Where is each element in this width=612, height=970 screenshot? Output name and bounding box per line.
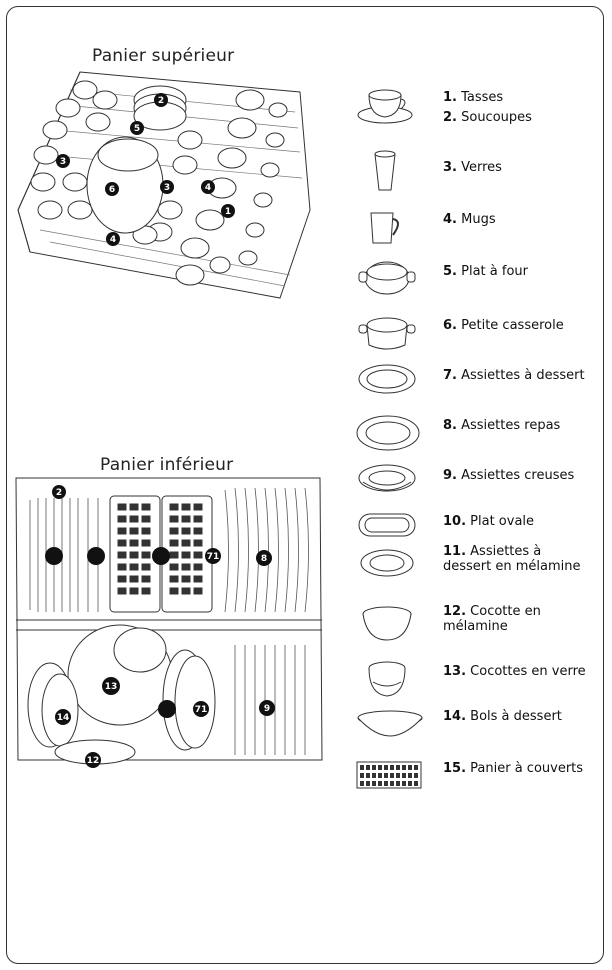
legend-label: 15. Panier à couverts	[443, 761, 583, 776]
oven-dish-icon	[355, 258, 419, 302]
legend-text: Panier à couverts	[466, 761, 584, 776]
legend-label: 12. Cocotte en mélamine	[443, 604, 593, 634]
cutlery-basket-icon	[355, 760, 423, 794]
legend-text: Assiettes repas	[456, 418, 561, 433]
svg-text:71: 71	[195, 705, 208, 715]
page-frame	[6, 6, 604, 964]
legend-label: 11. Assiettes à dessert en mélamine	[443, 544, 593, 574]
legend-text: Verres	[456, 160, 502, 175]
svg-text:13: 13	[105, 682, 118, 692]
legend-text: Cocottes en verre	[466, 664, 586, 679]
legend-label: 14. Bols à dessert	[443, 709, 562, 724]
legend-number: 1.	[443, 90, 457, 105]
legend-text: Assiettes à dessert en mélamine	[443, 544, 581, 574]
svg-text:4: 4	[205, 183, 211, 193]
melamine-plate-icon	[355, 545, 419, 585]
legend-label: 10. Plat ovale	[443, 514, 534, 529]
svg-text:14: 14	[57, 713, 70, 723]
lower-basket-illustration: 2 71 8 13 14 71 9 12	[15, 477, 323, 768]
oval-dish-icon	[355, 510, 419, 544]
legend-label: 2. Soucoupes	[443, 110, 532, 125]
svg-text:2: 2	[56, 488, 62, 498]
legend-text: Plat à four	[456, 264, 528, 279]
legend-label: 7. Assiettes à dessert	[443, 368, 585, 383]
legend-text: Bols à dessert	[466, 709, 562, 724]
legend-text: Plat ovale	[466, 514, 535, 529]
legend-label: 4. Mugs	[443, 212, 496, 227]
legend-label: 6. Petite casserole	[443, 318, 564, 333]
upper-basket-illustration: 2 5 3 6 3 4 1 4	[17, 71, 311, 299]
small-pan-icon	[355, 313, 419, 357]
dinner-plate-icon	[355, 413, 421, 457]
legend-number: 4.	[443, 212, 457, 227]
legend-label: 5. Plat à four	[443, 264, 528, 279]
legend-text: Tasses	[456, 90, 504, 105]
legend-number: 6.	[443, 318, 457, 333]
glass-icon	[355, 150, 415, 198]
legend-text: Soucoupes	[456, 110, 532, 125]
svg-text:71: 71	[207, 552, 220, 562]
cup-icon	[355, 85, 415, 129]
svg-text:3: 3	[60, 157, 66, 167]
legend-number: 7.	[443, 368, 457, 383]
legend-text: Assiettes creuses	[456, 468, 575, 483]
legend-label: 1. Tasses	[443, 90, 503, 105]
legend-label: 3. Verres	[443, 160, 502, 175]
svg-text:3: 3	[164, 183, 170, 193]
dessert-bowl-icon	[355, 708, 425, 742]
legend-text: Assiettes à dessert	[456, 368, 585, 383]
legend-label: 8. Assiettes repas	[443, 418, 560, 433]
upper-basket-heading: Panier supérieur	[92, 46, 235, 66]
svg-text:9: 9	[264, 704, 270, 714]
legend-number: 14.	[443, 709, 467, 724]
svg-text:1: 1	[225, 207, 231, 217]
legend-label: 9. Assiettes creuses	[443, 468, 574, 483]
svg-text:4: 4	[110, 235, 116, 245]
legend-label: 13. Cocottes en verre	[443, 664, 586, 679]
legend-number: 11.	[443, 544, 467, 559]
melamine-bowl-icon	[355, 604, 419, 648]
legend-number: 12.	[443, 604, 467, 619]
legend-number: 8.	[443, 418, 457, 433]
soup-plate-icon	[355, 462, 419, 502]
legend-text: Petite casserole	[456, 318, 564, 333]
legend-number: 15.	[443, 761, 467, 776]
legend-number: 3.	[443, 160, 457, 175]
svg-text:6: 6	[109, 185, 115, 195]
legend-text: Cocotte en mélamine	[443, 604, 541, 634]
svg-text:5: 5	[134, 124, 140, 134]
legend-text: Mugs	[456, 212, 496, 227]
svg-text:12: 12	[87, 756, 100, 766]
legend-number: 5.	[443, 264, 457, 279]
mug-icon	[355, 207, 415, 251]
glass-bowl-icon	[355, 660, 419, 704]
legend-number: 13.	[443, 664, 467, 679]
svg-text:2: 2	[158, 96, 164, 106]
lower-basket-heading: Panier inférieur	[100, 455, 234, 475]
legend-number: 9.	[443, 468, 457, 483]
dessert-plate-icon	[355, 362, 419, 400]
legend-number: 2.	[443, 110, 457, 125]
svg-text:8: 8	[261, 554, 267, 564]
legend-number: 10.	[443, 514, 467, 529]
